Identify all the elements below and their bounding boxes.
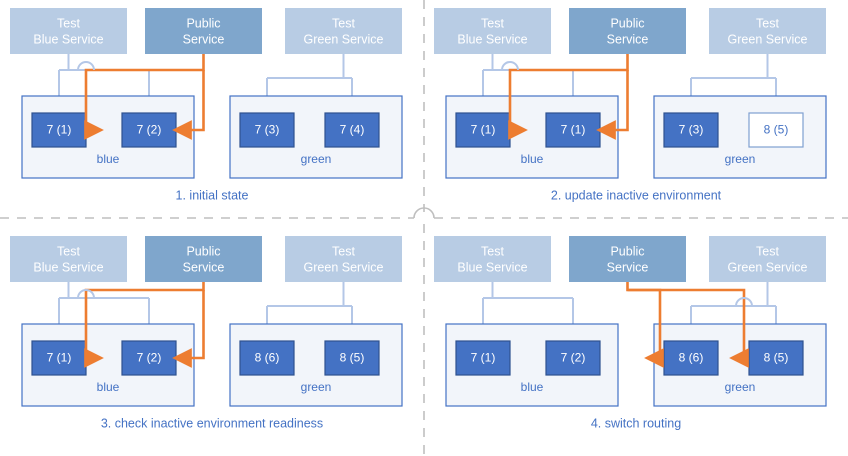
public-service-routing-blue xyxy=(84,54,205,140)
service-box-test-green-line1: Test xyxy=(756,244,779,258)
service-box-test-green[interactable] xyxy=(285,236,402,282)
environment-label-green: green xyxy=(301,152,332,166)
pod-box-green-1 xyxy=(324,340,380,376)
service-box-test-green-line2: Green Service xyxy=(304,260,384,274)
service-box-test-green-line2: Green Service xyxy=(728,260,808,274)
pod-label-blue-0: 7 (1) xyxy=(47,123,72,137)
service-box-public[interactable] xyxy=(145,236,262,282)
service-box-test-blue-line1: Test xyxy=(481,244,504,258)
public-arrow-blue-pod-2 xyxy=(172,70,205,140)
service-box-public-line2: Service xyxy=(183,260,225,274)
service-box-test-blue[interactable] xyxy=(10,8,127,54)
panel-caption-4: 4. switch routing xyxy=(591,416,681,430)
pod-box-green-1 xyxy=(324,112,380,148)
pod-label-green-1: 8 (5) xyxy=(764,123,789,137)
pod-box-blue-1 xyxy=(545,340,601,376)
wire-hop-arc xyxy=(735,297,753,307)
service-box-test-blue-line2: Blue Service xyxy=(457,32,527,46)
service-box-test-green[interactable] xyxy=(709,8,826,54)
service-box-test-green-line1: Test xyxy=(332,16,355,30)
divider-hop-arc xyxy=(413,207,435,219)
pod-label-green-1: 8 (5) xyxy=(340,351,365,365)
service-box-public-line2: Service xyxy=(607,32,649,46)
pod-label-blue-1: 7 (2) xyxy=(137,351,162,365)
wire-hop-arc xyxy=(501,61,519,71)
pod-box-blue-1 xyxy=(545,112,601,148)
service-box-test-blue-line1: Test xyxy=(481,16,504,30)
service-box-public[interactable] xyxy=(569,236,686,282)
public-arrow-blue-pod-2 xyxy=(596,70,629,140)
service-box-test-blue-line2: Blue Service xyxy=(457,260,527,274)
service-box-test-blue-line2: Blue Service xyxy=(33,32,103,46)
wire-hop-arc xyxy=(77,289,95,299)
pod-label-blue-1: 7 (1) xyxy=(561,123,586,137)
environment-label-blue: blue xyxy=(521,380,544,394)
service-box-test-blue-line1: Test xyxy=(57,16,80,30)
pod-label-blue-0: 7 (1) xyxy=(471,351,496,365)
service-box-test-green-line2: Green Service xyxy=(304,32,384,46)
pod-box-blue-0 xyxy=(455,340,511,376)
service-box-public-line2: Service xyxy=(183,32,225,46)
panel-caption-2: 2. update inactive environment xyxy=(551,188,722,202)
environment-label-blue: blue xyxy=(97,152,120,166)
public-service-routing-blue xyxy=(508,54,629,140)
pod-label-green-0: 8 (6) xyxy=(679,351,704,365)
service-box-test-green-line1: Test xyxy=(756,16,779,30)
pod-label-blue-1: 7 (2) xyxy=(137,123,162,137)
service-box-public-line2: Service xyxy=(607,260,649,274)
environment-label-blue: blue xyxy=(97,380,120,394)
environment-label-green: green xyxy=(725,380,756,394)
panel-caption-3: 3. check inactive environment readiness xyxy=(101,416,323,430)
pod-box-green-0 xyxy=(663,112,719,148)
service-box-public[interactable] xyxy=(145,8,262,54)
pod-label-blue-1: 7 (2) xyxy=(561,351,586,365)
environment-label-green: green xyxy=(301,380,332,394)
public-arrow-green-pod-2 xyxy=(627,288,749,368)
pod-box-green-0 xyxy=(663,340,719,376)
service-box-public[interactable] xyxy=(569,8,686,54)
pod-label-green-0: 7 (3) xyxy=(679,123,704,137)
public-route-to-blue-pod-1-path xyxy=(84,54,205,130)
pod-box-green-1 xyxy=(748,112,804,148)
panel-caption-1: 1. initial state xyxy=(176,188,249,202)
public-service-routing-blue xyxy=(84,282,205,368)
service-box-public-line1: Public xyxy=(186,244,220,258)
pod-label-green-1: 8 (5) xyxy=(764,351,789,365)
pod-box-green-0 xyxy=(239,112,295,148)
pod-box-green-1 xyxy=(748,340,804,376)
service-box-test-blue[interactable] xyxy=(434,8,551,54)
wire-hop-arc xyxy=(77,61,95,71)
pod-label-green-0: 8 (6) xyxy=(255,351,280,365)
service-box-test-blue[interactable] xyxy=(10,236,127,282)
service-box-public-line1: Public xyxy=(610,244,644,258)
service-box-test-blue[interactable] xyxy=(434,236,551,282)
pod-label-blue-0: 7 (1) xyxy=(471,123,496,137)
pod-label-green-1: 7 (4) xyxy=(340,123,365,137)
service-box-test-green-line1: Test xyxy=(332,244,355,258)
public-arrow-blue-pod-2 xyxy=(172,290,205,368)
service-box-test-green-line2: Green Service xyxy=(728,32,808,46)
public-service-routing-green xyxy=(626,282,749,368)
service-box-public-line1: Public xyxy=(610,16,644,30)
pod-label-blue-0: 7 (1) xyxy=(47,351,72,365)
service-box-test-blue-line1: Test xyxy=(57,244,80,258)
pod-box-green-0 xyxy=(239,340,295,376)
pod-label-green-0: 7 (3) xyxy=(255,123,280,137)
service-box-test-green[interactable] xyxy=(285,8,402,54)
environment-label-blue: blue xyxy=(521,152,544,166)
public-route-to-blue-pod-1-path xyxy=(84,282,205,358)
public-route-to-blue-pod-1-path xyxy=(508,54,629,130)
service-box-test-blue-line2: Blue Service xyxy=(33,260,103,274)
environment-label-green: green xyxy=(725,152,756,166)
service-box-public-line1: Public xyxy=(186,16,220,30)
service-box-test-green[interactable] xyxy=(709,236,826,282)
